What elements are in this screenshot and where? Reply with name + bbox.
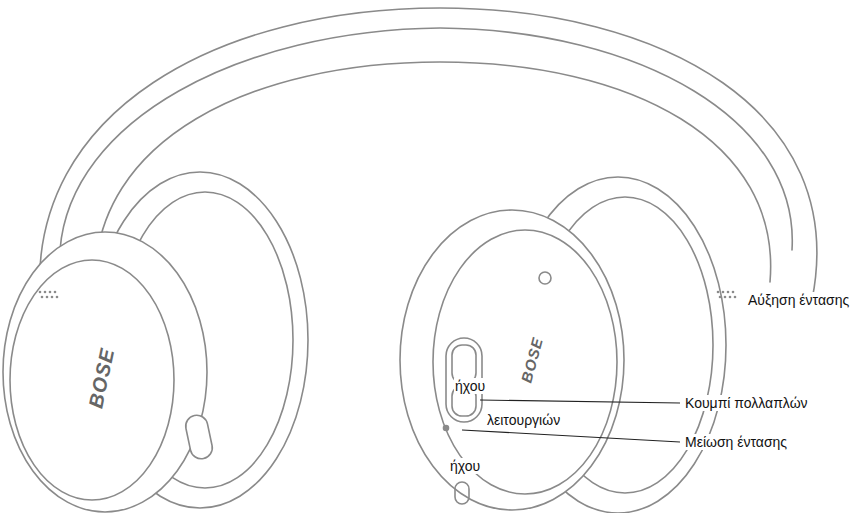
- anc-button: [539, 272, 551, 284]
- left-button: [184, 413, 215, 461]
- leader-line: [480, 400, 680, 403]
- right-cap: [433, 230, 617, 494]
- left-shell: [3, 232, 207, 512]
- microphone-dot: [444, 426, 449, 431]
- volume-down-label-cont: ήχου: [449, 458, 481, 474]
- right-grille: [717, 291, 737, 299]
- leader-line: [462, 430, 680, 442]
- multifunction-label: Κουμπί πολλαπλών: [684, 395, 809, 411]
- right-shell: [400, 210, 624, 510]
- volume-up-label: Αύξηση έντασης: [747, 292, 850, 308]
- volume-up-label-cont: ήχου: [454, 378, 486, 394]
- charging-port: [455, 482, 469, 504]
- multifunction-label-cont: λειτουργιών: [486, 412, 561, 428]
- left-grille: [39, 291, 59, 299]
- left-cap: [10, 260, 174, 500]
- volume-down-label: Μείωση έντασης: [684, 434, 788, 450]
